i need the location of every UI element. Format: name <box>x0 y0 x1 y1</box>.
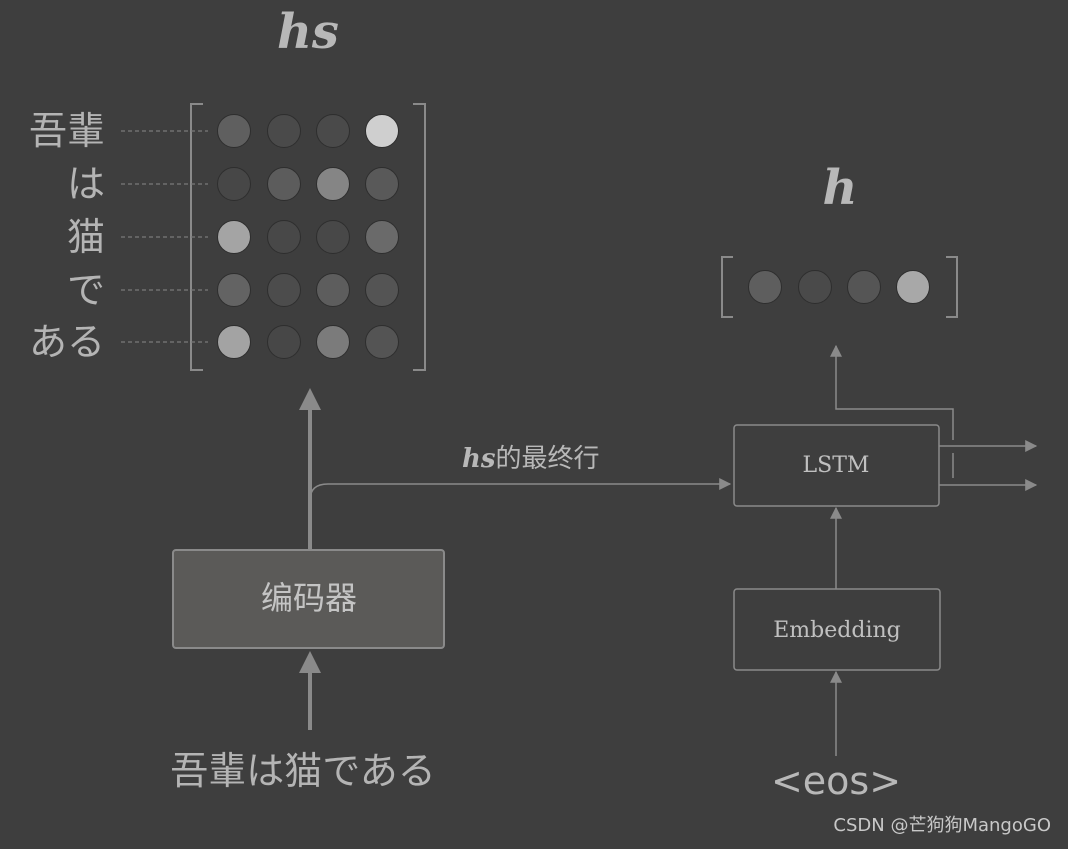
hs-cell <box>365 167 399 201</box>
h-cell <box>847 270 881 304</box>
word-label: 吾輩 <box>29 109 105 153</box>
word-label: ある <box>29 320 105 364</box>
hs-cell <box>316 167 350 201</box>
h-vector <box>748 270 930 304</box>
hs-cell <box>267 114 301 148</box>
word-label: 猫 <box>67 215 105 259</box>
hs-last-row-label-math: hs <box>462 444 496 474</box>
hs-cell <box>217 114 251 148</box>
h-cell <box>896 270 930 304</box>
lstm-to-h-arrow <box>830 344 954 440</box>
lstm-box <box>733 424 940 507</box>
encoder-box <box>172 549 445 649</box>
eos-label: <eos> <box>771 759 901 803</box>
hs-cell <box>267 220 301 254</box>
input-sentence: 吾輩は猫である <box>170 749 436 793</box>
input-up-arrow <box>299 651 321 730</box>
encoder-up-arrow <box>299 388 321 550</box>
h-left-bracket <box>721 256 733 318</box>
hs-cell <box>365 220 399 254</box>
hs-cell <box>267 273 301 307</box>
hs-right-bracket <box>413 103 426 371</box>
watermark: CSDN @芒狗狗MangoGO <box>833 815 1051 836</box>
hs-cell <box>217 167 251 201</box>
hs-cell <box>316 220 350 254</box>
hs-cell <box>217 273 251 307</box>
hs-cell <box>316 273 350 307</box>
hs-matrix <box>217 114 399 359</box>
word-labels: 吾輩は猫である <box>29 109 208 364</box>
lstm-label: LSTM <box>803 453 870 478</box>
word-label: は <box>67 162 105 206</box>
h-cell <box>748 270 782 304</box>
hs-cell <box>365 325 399 359</box>
hs-cell <box>316 114 350 148</box>
embedding-label: Embedding <box>773 618 900 643</box>
hs-cell <box>217 220 251 254</box>
hs-last-row-label-text: 的最终行 <box>496 444 600 474</box>
hs-cell <box>267 325 301 359</box>
hs-cell <box>316 325 350 359</box>
embedding-box <box>733 588 941 671</box>
hs-cell <box>217 325 251 359</box>
encoder-label: 编码器 <box>261 579 357 617</box>
hs-last-row-label: hs的最终行 <box>462 444 600 474</box>
lstm-output-arrows <box>939 440 1038 491</box>
hs-title: hs <box>277 4 339 60</box>
hs-cell <box>267 167 301 201</box>
hs-cell <box>365 273 399 307</box>
h-vector-brackets <box>721 256 958 318</box>
word-label: で <box>67 268 105 312</box>
h-right-bracket <box>946 256 958 318</box>
h-title: h <box>823 160 858 216</box>
hs-last-row-connector <box>309 478 732 501</box>
h-cell <box>798 270 832 304</box>
hs-cell <box>365 114 399 148</box>
